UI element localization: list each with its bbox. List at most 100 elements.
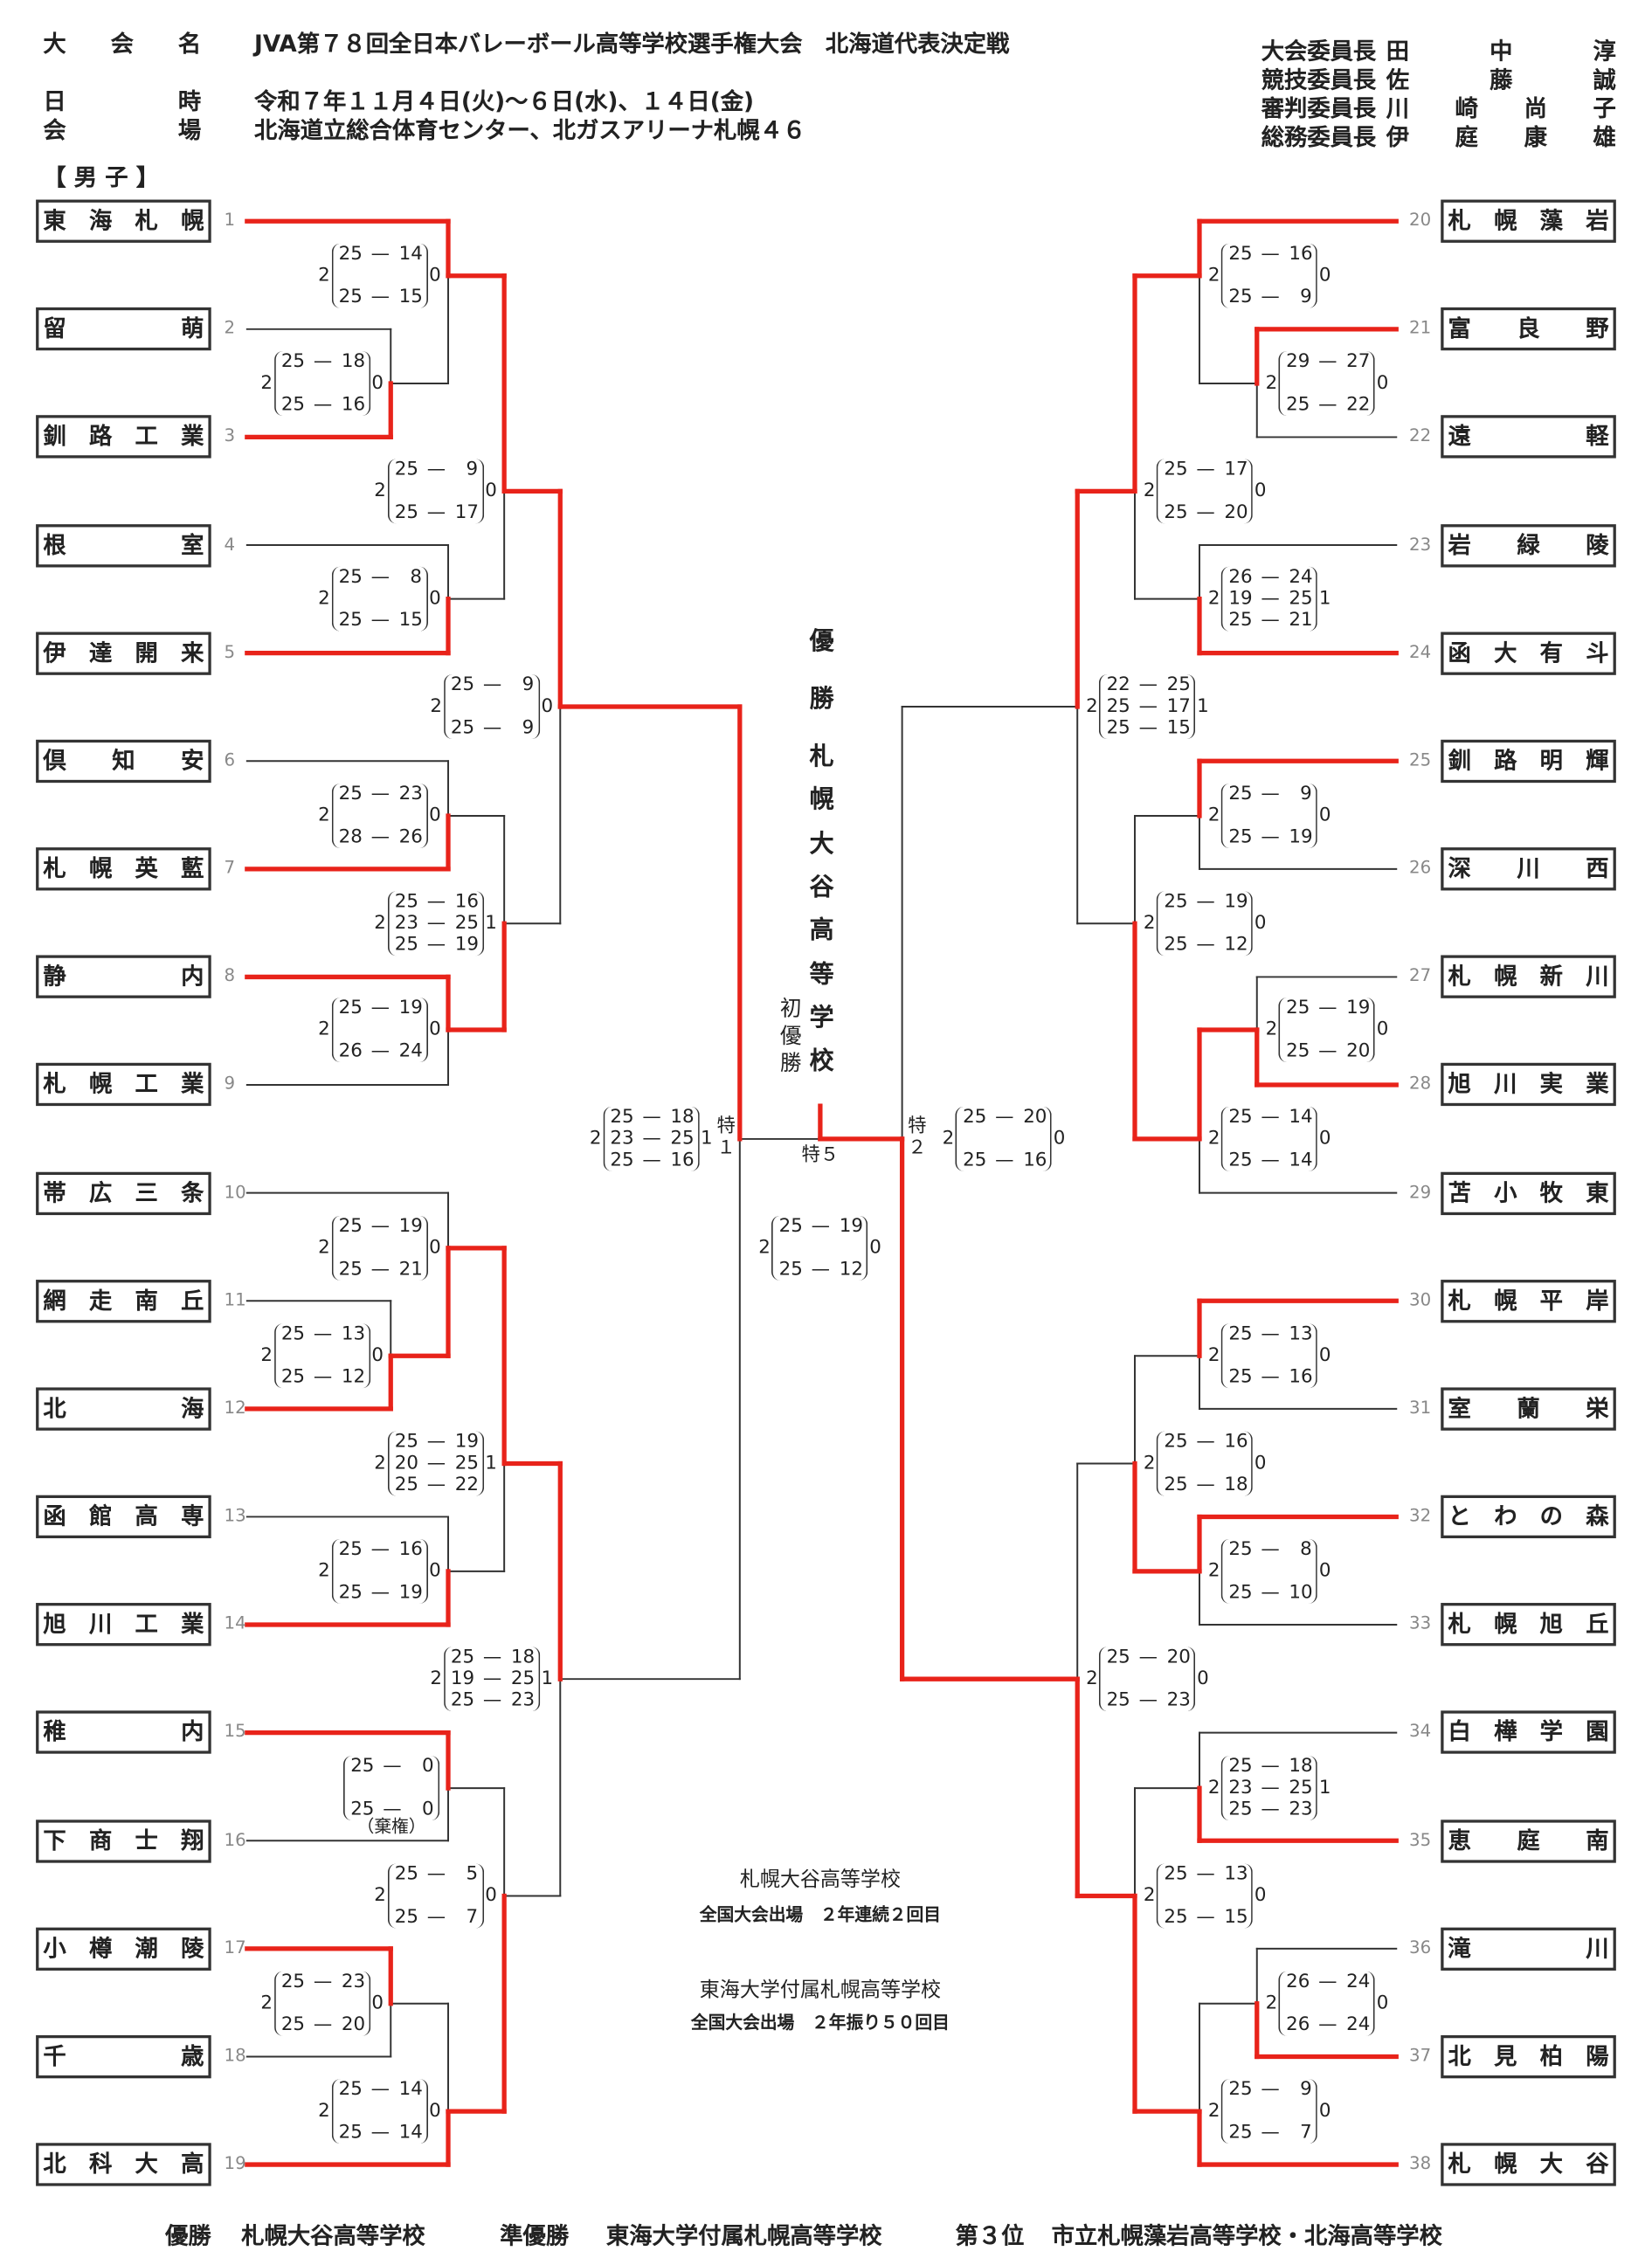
- sets-won: 2: [1086, 1668, 1098, 1690]
- sets-lost: 0: [429, 265, 441, 287]
- set-score-b: 13: [1224, 1863, 1248, 1886]
- dash: —: [1261, 2079, 1280, 2101]
- set-score-b: 7: [466, 1906, 479, 1929]
- seed-number: 20: [1409, 210, 1432, 231]
- dash: —: [426, 1474, 446, 1496]
- set-score-b: 19: [398, 997, 423, 1019]
- date: 令和７年１１月４日(火)～６日(水)、１４日(金): [254, 87, 755, 115]
- set-score-b: 20: [1346, 1040, 1371, 1062]
- dash: —: [995, 1150, 1014, 1171]
- set-score-a: 25: [280, 1323, 306, 1345]
- set-row: 25—17: [1107, 696, 1191, 718]
- set-score-b: 10: [1289, 1582, 1313, 1604]
- sets-won: 2: [374, 912, 386, 935]
- set-score-b: 22: [1346, 394, 1371, 417]
- set-row: 25—23: [1228, 1799, 1312, 1820]
- set-score-b: 9: [522, 673, 535, 696]
- sets-won: 2: [1207, 804, 1220, 827]
- seed-number: 21: [1409, 317, 1432, 338]
- set-row: 23—25: [1228, 1778, 1312, 1799]
- set-row: 26—24: [1286, 2014, 1370, 2036]
- set-row: 25—9: [451, 674, 534, 696]
- dash: —: [313, 2014, 333, 2036]
- team-name-box: 北見柏陽: [1441, 2034, 1616, 2079]
- sets-won: 2: [374, 480, 386, 502]
- set-score-a: 25: [1164, 891, 1188, 913]
- sets-won: 2: [318, 588, 330, 611]
- set-score-b: 25: [454, 912, 479, 935]
- set-score-a: 25: [963, 1106, 987, 1129]
- sets-lost: 0: [371, 1992, 384, 2015]
- sets-lost: 0: [1318, 1344, 1331, 1367]
- result-runner-up: 東海大学付属札幌高等学校: [605, 2221, 882, 2249]
- dash: —: [370, 783, 390, 805]
- champion-school-char: 谷: [809, 873, 834, 902]
- set-row: 25—18: [281, 351, 365, 373]
- team-name-box: 北科大高: [36, 2143, 211, 2186]
- sets-won: 2: [1265, 1992, 1278, 2015]
- set-score-a: 25: [394, 459, 418, 481]
- sets-won: 2: [1207, 1777, 1220, 1799]
- seed-number: 16: [224, 1829, 246, 1850]
- dash: —: [426, 459, 446, 481]
- set-row: 25—12: [1164, 935, 1248, 956]
- set-score-a: 25: [338, 243, 363, 266]
- sets-lost: 0: [1376, 1018, 1389, 1041]
- dash: —: [1261, 783, 1280, 805]
- dash: —: [1196, 891, 1215, 913]
- set-row: 22—25: [1107, 674, 1191, 696]
- set-score-b: 14: [398, 2079, 423, 2101]
- dash: —: [482, 1668, 502, 1690]
- set-row: 25—7: [1228, 2122, 1311, 2144]
- sets-won: 2: [1143, 912, 1156, 935]
- champion-school-char: 大: [809, 829, 834, 859]
- set-score-a: 25: [1228, 1582, 1253, 1604]
- sets-won: 2: [260, 1344, 273, 1367]
- sets-lost: 0: [429, 588, 441, 611]
- dash: —: [1261, 287, 1280, 308]
- dash: —: [1261, 566, 1280, 589]
- set-score-a: 25: [394, 891, 418, 913]
- sets-lost: 0: [1318, 2100, 1331, 2123]
- seed-number: 15: [224, 1721, 246, 1742]
- dash: —: [1318, 997, 1337, 1019]
- set-score-a: 25: [1164, 459, 1188, 481]
- seed-number: 9: [224, 1073, 236, 1094]
- set-row: 25—21: [339, 1259, 423, 1281]
- set-score-a: 25: [280, 1971, 306, 1993]
- set-row: 25—20: [1107, 1647, 1191, 1668]
- set-row: 25—19: [1228, 826, 1312, 848]
- sets-lost: 0: [1254, 1453, 1267, 1474]
- set-score-b: 19: [454, 1431, 479, 1453]
- set-score-a: 25: [450, 1689, 475, 1712]
- dash: —: [383, 1799, 402, 1821]
- sets-won: 2: [318, 265, 330, 287]
- team-name-box: 倶知安: [36, 739, 211, 783]
- set-score-a: 25: [1228, 1538, 1253, 1561]
- set-score-b: 0: [421, 1756, 434, 1778]
- sets-lost: 0: [485, 480, 497, 502]
- set-score-a: 25: [1228, 243, 1253, 266]
- team-name-box: 札幌英藍: [36, 847, 211, 891]
- sets-lost: 1: [485, 912, 497, 935]
- dash: —: [642, 1106, 661, 1129]
- set-row: 25—18: [451, 1647, 535, 1668]
- dash: —: [1196, 1863, 1215, 1886]
- set-score-b: 9: [1300, 2079, 1312, 2101]
- sets-lost: 0: [1376, 372, 1389, 395]
- set-score-a: 25: [610, 1150, 634, 1171]
- set-score-b: 26: [398, 826, 423, 848]
- set-score-b: 25: [670, 1128, 695, 1150]
- set-score-b: 9: [1300, 287, 1312, 308]
- set-row: 25—10: [1228, 1582, 1313, 1604]
- sets-won: 2: [318, 1018, 330, 1041]
- team-name-box: 小樽潮陵: [36, 1927, 211, 1971]
- set-row: 25—15: [1164, 1907, 1248, 1929]
